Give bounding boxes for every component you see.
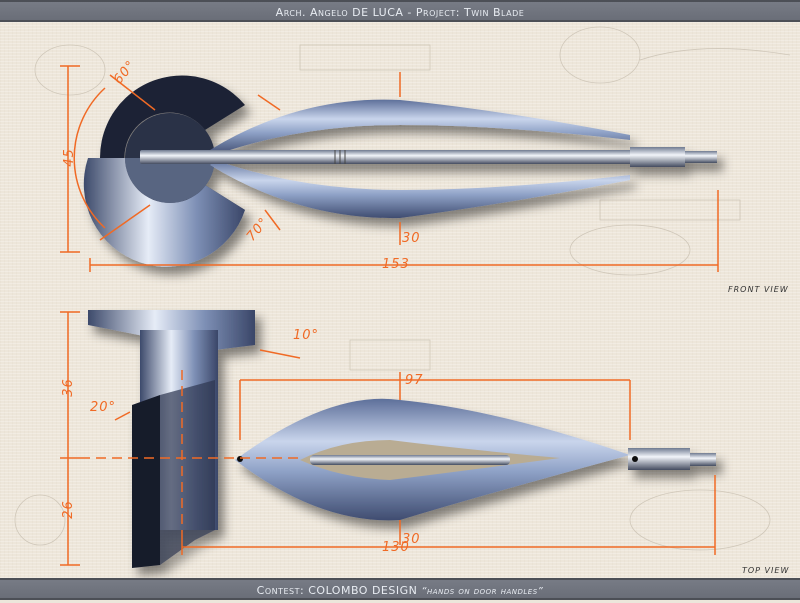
top-angle-flange: 10° bbox=[293, 328, 320, 343]
top-height-lower-dim: 26 bbox=[60, 500, 76, 519]
footer-bar: Contest: COLOMBO DESIGN “hands on door h… bbox=[0, 578, 800, 600]
front-view-label: FRONT VIEW bbox=[728, 285, 789, 294]
top-gap-dim: 30 bbox=[402, 532, 421, 547]
contest-theme: “hands on door handles” bbox=[421, 586, 544, 597]
contest-label: Contest: COLOMBO DESIGN bbox=[256, 584, 418, 597]
front-height-dim: 45 bbox=[61, 148, 77, 167]
top-length-dim: 130 bbox=[382, 540, 410, 555]
top-angle-base: 20° bbox=[90, 400, 117, 415]
top-view-handle bbox=[88, 310, 716, 568]
top-blade-length-dim: 97 bbox=[405, 373, 424, 388]
front-length-dim: 153 bbox=[382, 257, 410, 272]
front-gap-dim: 30 bbox=[402, 231, 421, 246]
front-view-dimensions bbox=[60, 65, 719, 272]
top-view-label: TOP VIEW bbox=[742, 566, 790, 575]
title-bar: Arch. Angelo DE LUCA - Project: Twin Bla… bbox=[0, 0, 800, 22]
top-height-upper-dim: 36 bbox=[60, 378, 76, 397]
project-title: Arch. Angelo DE LUCA - Project: Twin Bla… bbox=[275, 6, 525, 19]
front-view-handle bbox=[83, 75, 717, 267]
background-sketches bbox=[14, 26, 791, 551]
top-view-dimensions bbox=[60, 311, 716, 566]
